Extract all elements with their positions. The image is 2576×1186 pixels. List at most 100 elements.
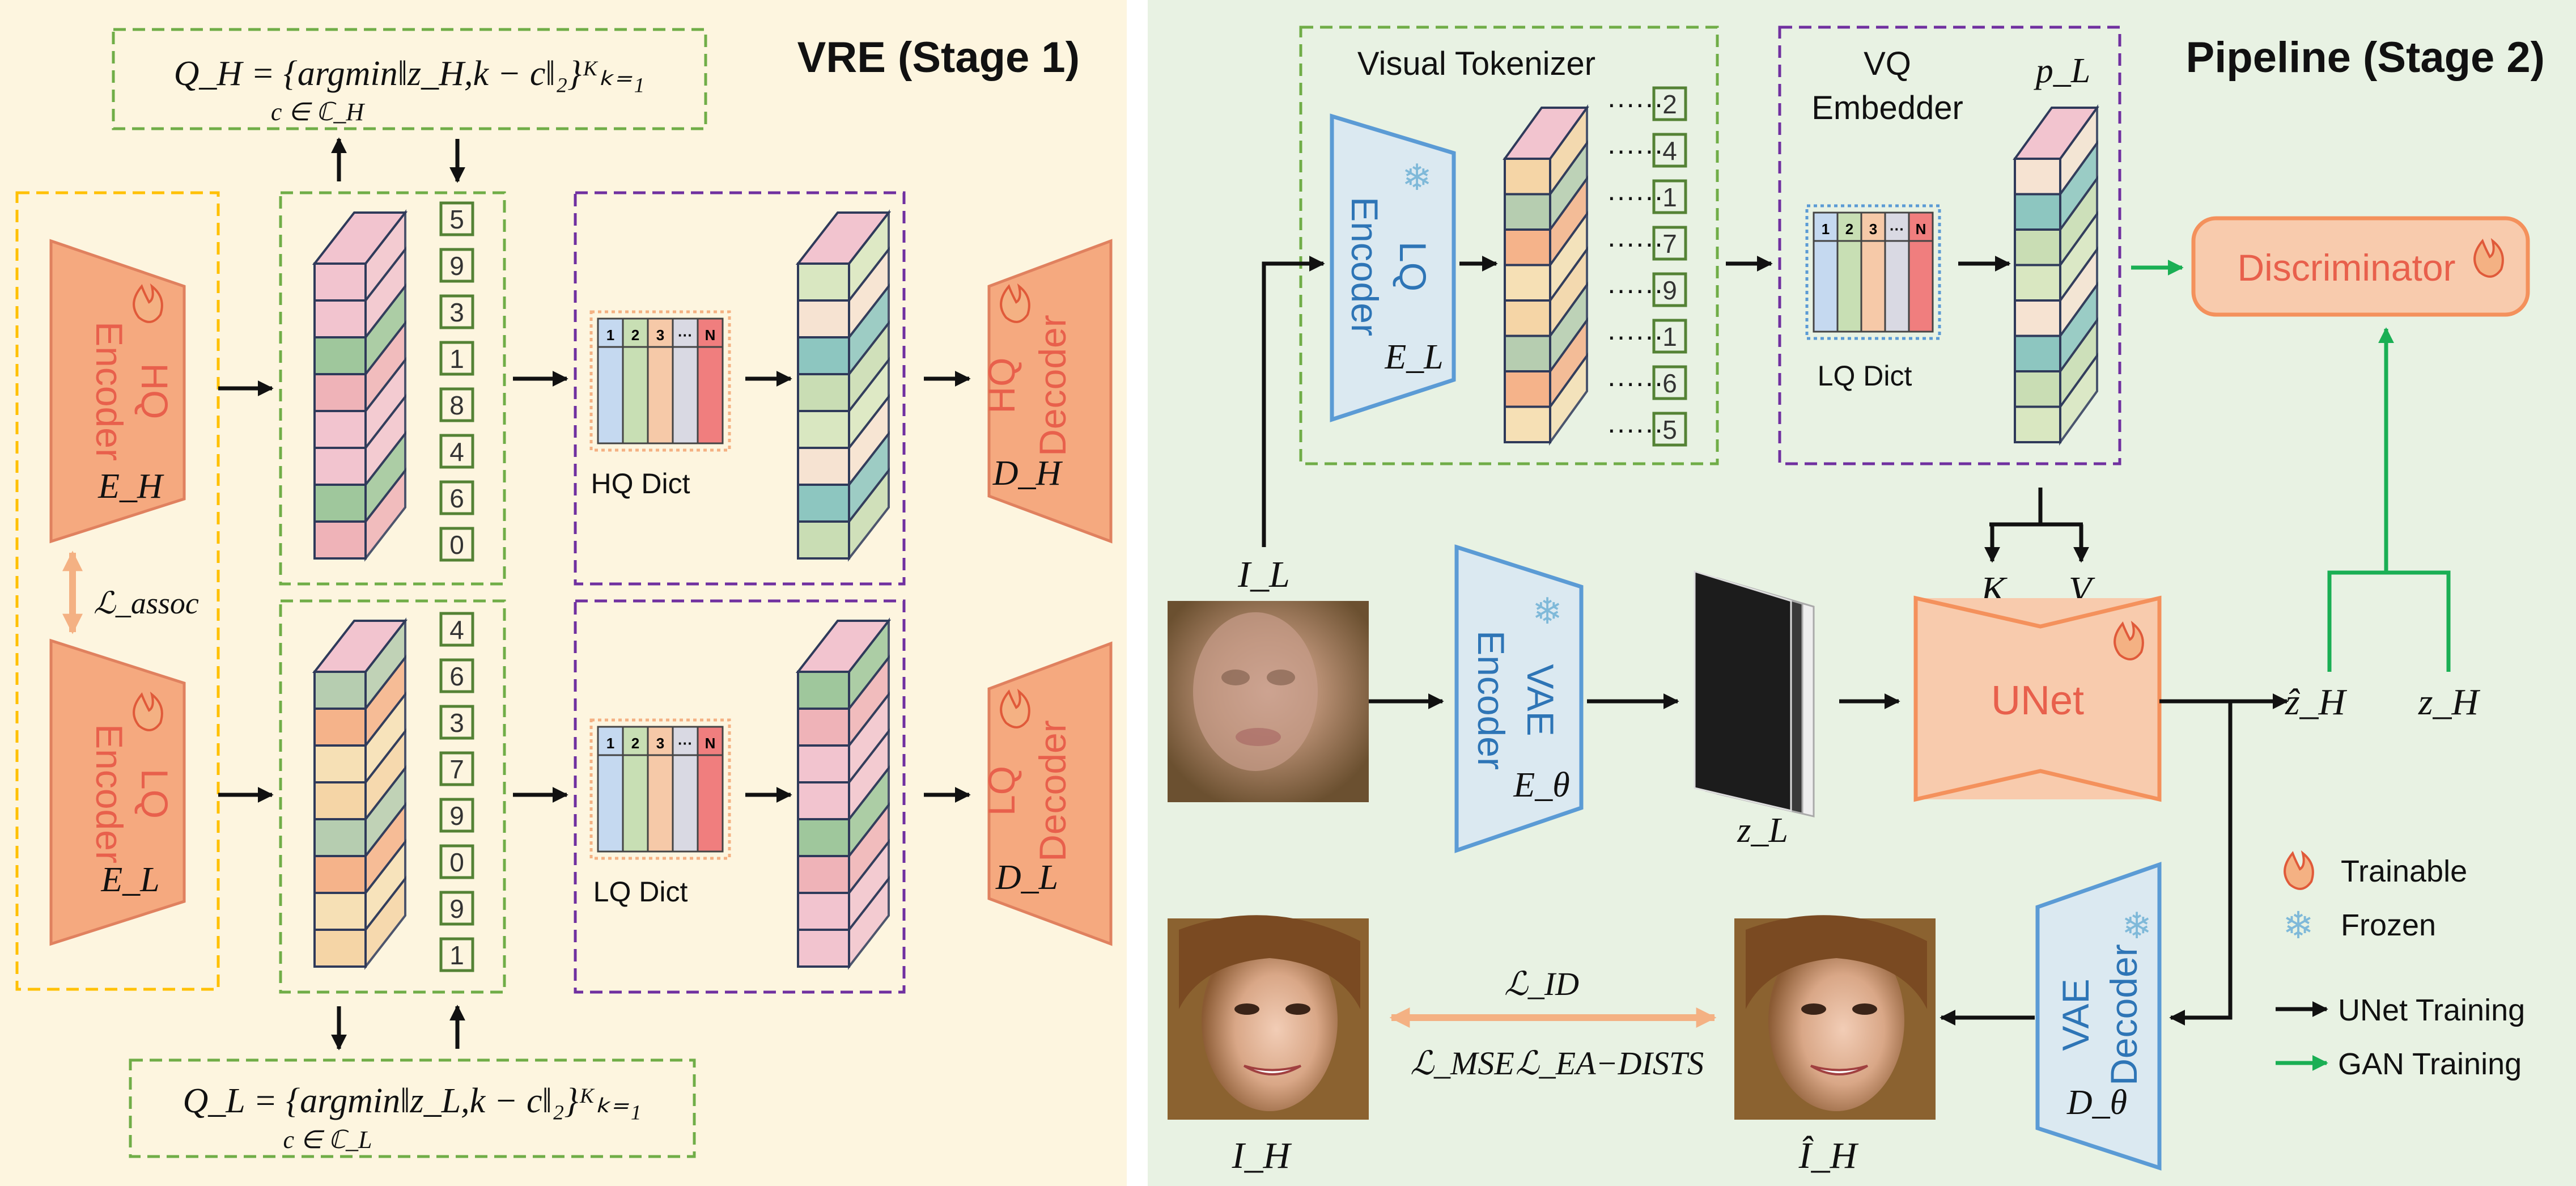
vae-decoder — [2035, 862, 2162, 1171]
svg-text:1: 1 — [1662, 183, 1677, 212]
lq-encoder-fire-icon — [133, 691, 163, 731]
lq-encoder-symbol: E_L — [100, 861, 159, 899]
i-h-hat-label: Î_H — [1798, 1135, 1859, 1176]
svg-text:9: 9 — [449, 251, 464, 281]
lq-feature-stack — [312, 617, 408, 970]
visual-tokenizer-box — [1299, 26, 1719, 465]
legend-gan-training: GAN Training — [2338, 1047, 2522, 1081]
hq-encoder-line2: Encoder — [88, 321, 130, 461]
vae-decoder-line1: VAE — [2055, 979, 2097, 1051]
vq-embedder-line1: VQ — [1864, 45, 1911, 82]
svg-text:2: 2 — [631, 327, 639, 344]
svg-text:3: 3 — [1869, 221, 1877, 238]
hq-decoder-line2: Decoder — [1032, 315, 1073, 456]
svg-text:···: ··· — [678, 327, 693, 344]
lq-decoder-line1: LQ — [981, 766, 1022, 816]
lq-encoder-line2: Encoder — [88, 724, 130, 863]
svg-text:0: 0 — [449, 530, 464, 560]
lq-input-image — [1168, 601, 1369, 802]
s2-lq-encoder-line2: Encoder — [1344, 197, 1386, 336]
svg-text:N: N — [705, 735, 716, 752]
ql-formula: Q_L = {argmin‖z_L,k − c‖₂}ᴷₖ₌₁ — [183, 1082, 642, 1120]
vae-decoder-snowflake-icon: ❄ — [2121, 905, 2152, 946]
svg-text:0: 0 — [449, 848, 464, 877]
lq-decoder-fire-icon — [1000, 688, 1030, 728]
svg-text:2: 2 — [631, 735, 639, 752]
assoc-loss: ℒ_assoc — [94, 586, 199, 620]
svg-text:1: 1 — [449, 941, 464, 970]
legend-fire-icon — [2284, 850, 2314, 890]
vq-embedder-line2: Embedder — [1811, 90, 1963, 126]
unet-label: UNet — [1991, 678, 2084, 723]
svg-text:6: 6 — [449, 662, 464, 691]
vae-decoder-symbol: D_θ — [2066, 1083, 2127, 1122]
lq-encoder-line1: LQ — [134, 769, 176, 819]
token-column: ······ 2 ······ 4 ······ 1 ······ 7 ····… — [1607, 86, 1687, 447]
hq-encoder-fire-icon — [133, 283, 163, 323]
svg-text:5: 5 — [449, 205, 464, 234]
svg-text:9: 9 — [449, 801, 464, 831]
hq-decoder-fire-icon — [1000, 283, 1030, 323]
lq-index-column: 4 6 3 7 9 0 9 1 — [439, 612, 474, 972]
lq-decoder-line2: Decoder — [1032, 720, 1073, 861]
svg-text:1: 1 — [606, 327, 614, 344]
stage1-title: VRE (Stage 1) — [797, 33, 1080, 82]
hq-decoder-line1: HQ — [981, 358, 1022, 414]
i-h-label: I_H — [1232, 1135, 1292, 1176]
encoder-group-box — [15, 191, 220, 991]
z-l-label: z_L — [1737, 811, 1788, 850]
legend-frozen: Frozen — [2341, 908, 2436, 942]
hq-encoder-symbol: E_H — [97, 467, 164, 506]
s2-lq-encoder — [1330, 113, 1456, 422]
unet-shape — [1913, 595, 2162, 802]
svg-text:2: 2 — [1845, 221, 1853, 238]
hq-feature-stack — [312, 209, 408, 562]
vae-encoder — [1454, 544, 1584, 853]
svg-text:7: 7 — [1662, 229, 1677, 259]
hq-index-column: 5 9 3 1 8 4 6 0 — [439, 201, 474, 562]
vae-decoder-line2: Decoder — [2103, 944, 2145, 1085]
svg-text:1: 1 — [1662, 322, 1677, 351]
legend-snowflake-icon: ❄ — [2282, 904, 2314, 946]
lq-quantized-stack — [795, 617, 892, 970]
vae-encoder-line2: Encoder — [1470, 630, 1512, 770]
svg-text:3: 3 — [656, 327, 664, 344]
latent-zl — [1694, 570, 1815, 818]
svg-text:8: 8 — [449, 391, 464, 420]
discriminator — [2191, 216, 2530, 317]
hq-quantized-stack — [795, 209, 892, 562]
s2-lq-encoder-line1: LQ — [1392, 242, 1434, 291]
hq-decoder-symbol: D_H — [992, 454, 1063, 493]
gan-branch — [2327, 570, 2451, 672]
z-h-label: z_H — [2418, 681, 2481, 723]
s2-pl-stack — [2013, 104, 2099, 446]
lq-decoder-symbol: D_L — [995, 858, 1058, 897]
s2-token-feature-stack — [1503, 104, 1589, 446]
legend-unet-training: UNet Training — [2338, 993, 2525, 1027]
qh-formula-box — [112, 28, 707, 130]
svg-text:9: 9 — [1662, 276, 1677, 305]
svg-text:3: 3 — [449, 708, 464, 738]
s2-lq-encoder-symbol: E_L — [1384, 338, 1443, 376]
svg-text:···: ··· — [678, 735, 693, 752]
svg-text:5: 5 — [1662, 415, 1677, 444]
svg-text:6: 6 — [1662, 368, 1677, 398]
restored-image — [1734, 915, 1936, 1120]
loss-dists: ℒ_EA−DISTS — [1516, 1045, 1704, 1082]
loss-mse: ℒ_MSE — [1410, 1045, 1514, 1082]
vae-encoder-line1: VAE — [1520, 664, 1561, 736]
svg-text:4: 4 — [1662, 136, 1677, 166]
s2-lq-dict-label: LQ Dict — [1818, 360, 1912, 392]
discriminator-fire-icon — [2473, 238, 2504, 278]
svg-text:1: 1 — [449, 344, 464, 374]
svg-text:9: 9 — [449, 894, 464, 924]
qh-formula: Q_H = {argmin‖z_H,k − c‖₂}ᴷₖ₌₁ — [174, 54, 645, 93]
i-l-label: I_L — [1237, 554, 1290, 595]
unet-to-decoder-arrow — [2169, 701, 2233, 1026]
z-h-hat-label: ẑ_H — [2285, 681, 2348, 723]
visual-tokenizer-label: Visual Tokenizer — [1357, 45, 1595, 82]
vae-encoder-symbol: E_θ — [1513, 766, 1569, 804]
